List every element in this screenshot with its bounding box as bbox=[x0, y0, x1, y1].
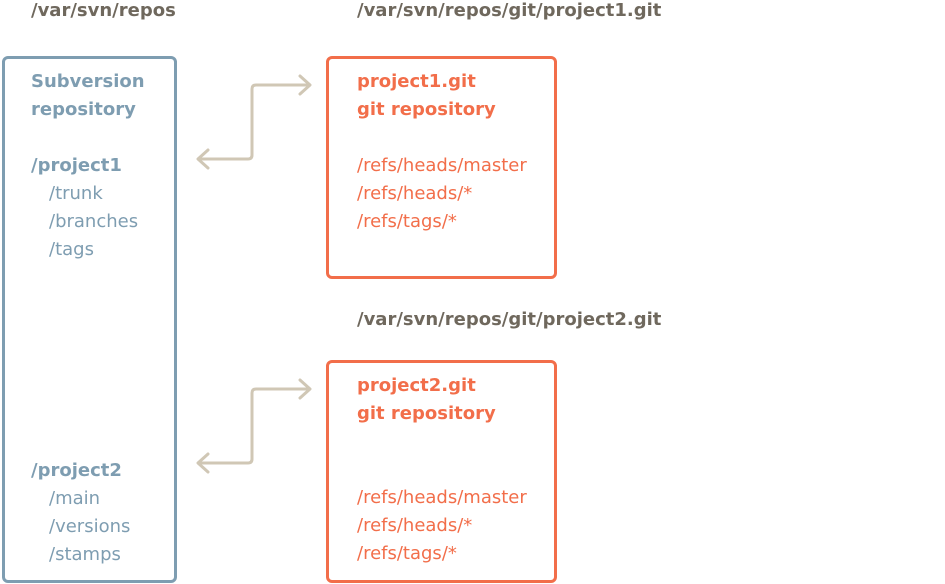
svn-project2: /project2 bbox=[31, 460, 122, 481]
git2-ref: /refs/tags/* bbox=[357, 543, 457, 564]
git1-repository-box bbox=[326, 56, 557, 279]
svn-project2-child: /stamps bbox=[49, 544, 121, 565]
git2-title: project2.git bbox=[357, 375, 476, 396]
svn-project2-child: /versions bbox=[49, 516, 131, 537]
git2-path-label: /var/svn/repos/git/project2.git bbox=[357, 309, 662, 330]
git1-path-label: /var/svn/repos/git/project1.git bbox=[357, 0, 662, 21]
svn-project1-child: /tags bbox=[49, 239, 94, 260]
bidirectional-arrow-1 bbox=[196, 74, 312, 170]
svn-project1-child: /branches bbox=[49, 211, 139, 232]
svn-project1: /project1 bbox=[31, 155, 122, 176]
git2-repository-box bbox=[326, 360, 557, 583]
git1-title-2: git repository bbox=[357, 99, 496, 120]
git1-ref: /refs/heads/* bbox=[357, 183, 473, 204]
svn-title: Subversion bbox=[31, 71, 145, 92]
svn-title-2: repository bbox=[31, 99, 136, 120]
git1-ref: /refs/heads/master bbox=[357, 155, 527, 176]
svn-path-label: /var/svn/repos bbox=[31, 0, 176, 21]
svn-project2-child: /main bbox=[49, 488, 101, 509]
git2-title-2: git repository bbox=[357, 403, 496, 424]
git2-ref: /refs/heads/* bbox=[357, 515, 473, 536]
svn-repository-box bbox=[2, 56, 177, 583]
bidirectional-arrow-2 bbox=[196, 378, 312, 474]
svn-project1-child: /trunk bbox=[49, 183, 103, 204]
git1-title: project1.git bbox=[357, 71, 476, 92]
git2-ref: /refs/heads/master bbox=[357, 487, 527, 508]
git1-ref: /refs/tags/* bbox=[357, 211, 457, 232]
